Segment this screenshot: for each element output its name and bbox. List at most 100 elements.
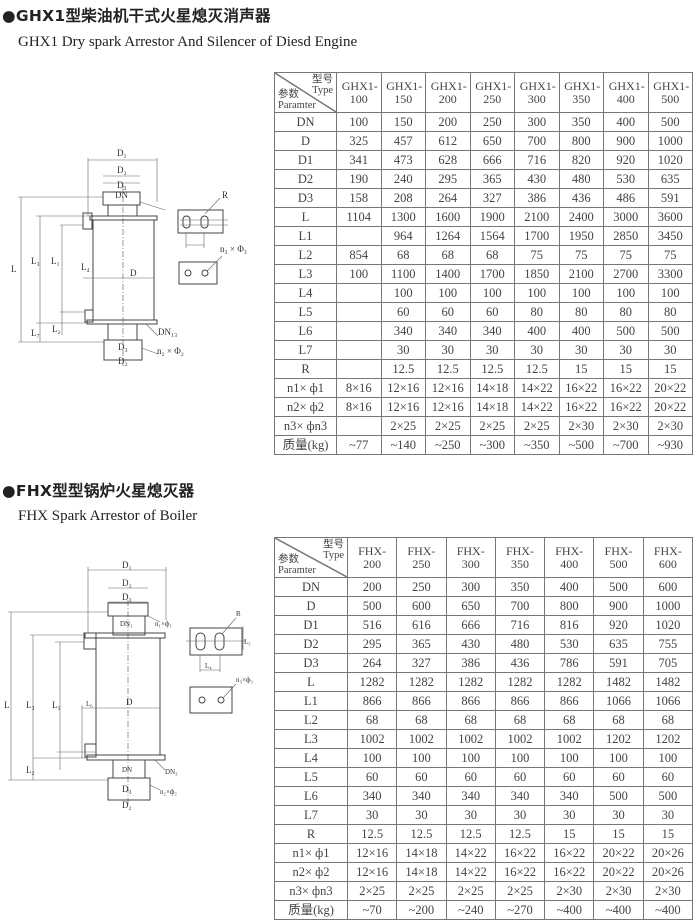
table-cell [336, 359, 382, 379]
table-cell: 340 [445, 786, 496, 806]
table-cell: 900 [603, 131, 649, 151]
table-cell: 350 [558, 112, 604, 132]
table-cell: 30 [514, 340, 560, 360]
table-cell: ~140 [380, 435, 426, 455]
table-cell [336, 321, 382, 341]
label-r: R [236, 610, 241, 618]
table-cell [336, 340, 382, 360]
param-name: n3× фn3 [274, 881, 348, 901]
param-name: D [274, 596, 348, 616]
param-name: D1 [274, 150, 337, 170]
label-d2: D₂ [117, 165, 127, 175]
table-cell: 100 [558, 283, 604, 303]
param-name: L4 [274, 748, 348, 768]
param-name: DN [274, 112, 337, 132]
table-cell: 800 [544, 596, 595, 616]
table-cell: 68 [494, 710, 546, 730]
table-cell: 14×22 [514, 397, 560, 417]
table-cell: 430 [514, 169, 560, 189]
table-cell: 30 [425, 340, 471, 360]
table-cell: 920 [593, 615, 644, 635]
table-cell: 75 [514, 245, 560, 265]
table-cell: 250 [469, 112, 515, 132]
table-cell: 2700 [603, 264, 649, 284]
label-d: D [126, 697, 133, 707]
param-name: D2 [274, 169, 337, 189]
table-row: 质量(kg)~70~200~240~270~400~400~400 [274, 900, 694, 920]
table-cell: 68 [642, 710, 694, 730]
table-cell: 400 [603, 112, 649, 132]
table-cell: 500 [593, 577, 644, 597]
type-label-en: Type [323, 550, 344, 561]
column-header: GHX1-250 [475, 78, 512, 106]
table-cell: 60 [396, 767, 447, 787]
param-name: L3 [274, 729, 348, 749]
diagonal-divider [275, 73, 336, 112]
table-cell: 2×25 [469, 416, 515, 436]
table-cell: ~70 [346, 900, 398, 920]
table-cell: 964 [380, 226, 426, 246]
table-cell: 15 [558, 359, 604, 379]
column-header-cell: GHX1-250 [469, 72, 515, 113]
table-cell: 340 [346, 786, 398, 806]
table-cell: 486 [603, 188, 649, 208]
table-cell: 500 [346, 596, 398, 616]
table-cell: 16×22 [544, 862, 595, 882]
column-header-cell: GHX1-350 [558, 72, 604, 113]
table-cell: 20×22 [593, 862, 644, 882]
table-cell: 365 [469, 169, 515, 189]
table-cell: 14×22 [445, 862, 496, 882]
table-cell: 100 [494, 748, 546, 768]
table-cell: 12×16 [346, 843, 398, 863]
table-cell: 1002 [494, 729, 546, 749]
table-cell: 340 [396, 786, 447, 806]
label-l3: L₃ [26, 700, 35, 710]
table-cell: 8×16 [336, 378, 382, 398]
table-cell: 2×25 [346, 881, 398, 901]
table-cell: 1282 [494, 672, 546, 692]
table-cell: 1202 [642, 729, 694, 749]
table-cell: 60 [346, 767, 398, 787]
table-cell: 16×22 [494, 843, 546, 863]
table-cell: 12.5 [425, 359, 471, 379]
column-header-cell: FHX-500 [593, 537, 644, 578]
table-cell: 635 [647, 169, 693, 189]
table-cell: 68 [425, 245, 471, 265]
table-cell: 2×25 [445, 881, 496, 901]
table-cell: 2×25 [514, 416, 560, 436]
table-cell: 341 [336, 150, 382, 170]
label-dn: DN [122, 766, 132, 774]
table-cell: 500 [647, 321, 693, 341]
table-cell: 800 [558, 131, 604, 151]
table-cell: 666 [469, 150, 515, 170]
table-cell: 1104 [336, 207, 382, 227]
type-label-cn: 型号 [323, 539, 344, 550]
param-name: R [274, 359, 337, 379]
param-name: L5 [274, 767, 348, 787]
table-cell: 100 [445, 748, 496, 768]
param-label-en: Paramter [278, 565, 316, 576]
table-cell: 350 [494, 577, 546, 597]
table-cell: 100 [396, 748, 447, 768]
table-cell: 1482 [593, 672, 644, 692]
table-cell: 14×18 [469, 378, 515, 398]
table-cell: ~700 [603, 435, 649, 455]
table-cell: 1700 [514, 226, 560, 246]
param-name: L1 [274, 226, 337, 246]
table-cell: 100 [346, 748, 398, 768]
table-cell: 100 [469, 283, 515, 303]
section1-title: ●GHX1型柴油机干式火星熄灭消声器 [2, 7, 271, 25]
table-cell: 1002 [346, 729, 398, 749]
